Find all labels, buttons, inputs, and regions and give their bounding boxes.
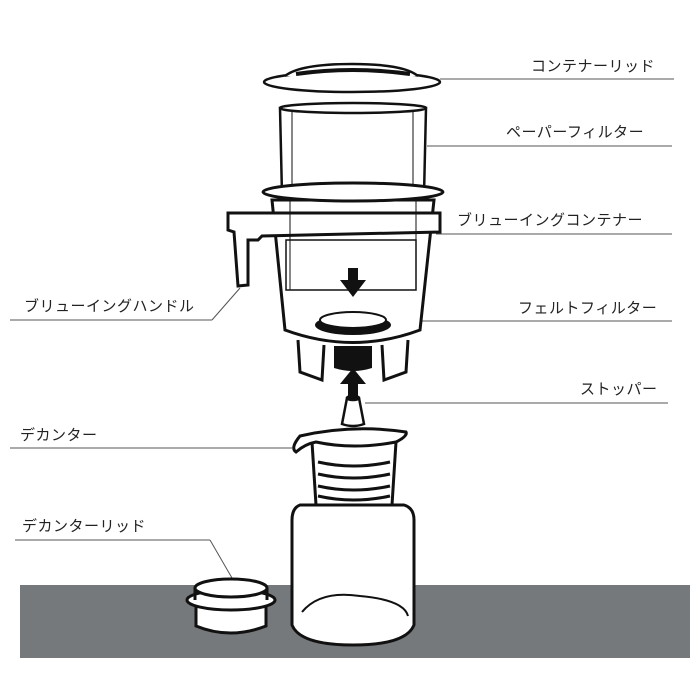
container-lid: [262, 62, 442, 94]
label-brewing-handle: ブリューイングハンドル: [24, 297, 195, 315]
label-decanter-lid: デカンターリッド: [22, 517, 147, 535]
label-decanter: デカンター: [20, 426, 98, 444]
label-stopper: ストッパー: [580, 380, 658, 398]
stopper: [340, 394, 366, 428]
brewing-container: [226, 181, 445, 396]
leader-lines: [10, 78, 674, 579]
paper-filter: [278, 101, 428, 197]
label-felt-filter: フェルトフィルター: [518, 299, 658, 317]
decanter: [290, 427, 416, 647]
label-paper-filter: ペーパーフィルター: [506, 123, 645, 141]
label-brewing-container: ブリューイングコンテナー: [457, 211, 644, 229]
decanter-lid: [185, 577, 277, 635]
label-container-lid: コンテナーリッド: [531, 57, 656, 75]
